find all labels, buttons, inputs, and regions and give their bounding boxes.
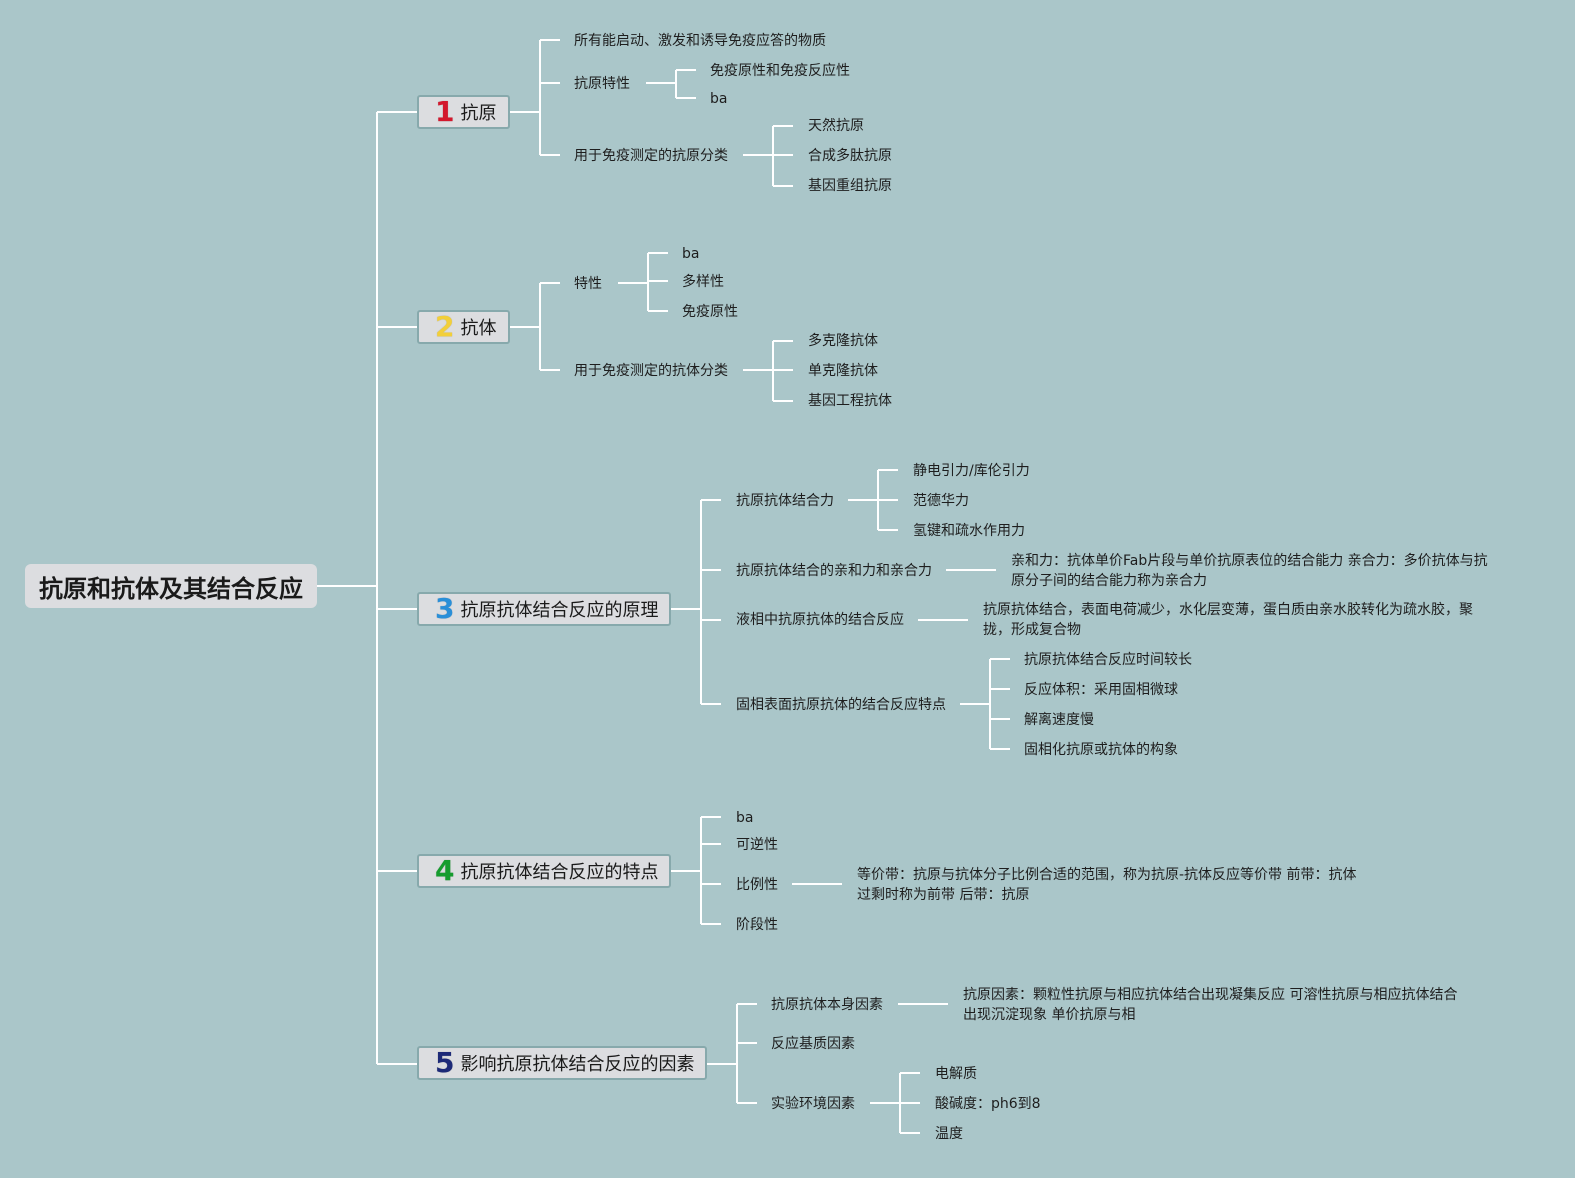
b3-c1-g1[interactable]: 静电引力/库伦引力 [913, 463, 1030, 479]
b3-c3[interactable]: 液相中抗原抗体的结合反应 [736, 612, 904, 628]
b3-c4-g4[interactable]: 固相化抗原或抗体的构象 [1024, 742, 1178, 758]
root-topic[interactable]: 抗原和抗体及其结合反应 [25, 564, 317, 608]
branch-5-topic[interactable]: 5 影响抗原抗体结合反应的因素 [417, 1046, 707, 1080]
branch-5-label: 影响抗原抗体结合反应的因素 [460, 1054, 695, 1075]
b2-c2-g1[interactable]: 多克隆抗体 [808, 333, 878, 349]
branch-2-label: 抗体 [460, 318, 497, 339]
b4-c3[interactable]: 比例性 [736, 877, 778, 893]
branch-4-topic[interactable]: 4 抗原抗体结合反应的特点 [417, 854, 671, 888]
b3-c4-g3[interactable]: 解离速度慢 [1024, 712, 1094, 728]
branch-4-label: 抗原抗体结合反应的特点 [460, 862, 659, 883]
branch-1-topic[interactable]: 1 抗原 [417, 95, 510, 129]
root-title: 抗原和抗体及其结合反应 [39, 574, 303, 603]
b4-c2[interactable]: 可逆性 [736, 837, 778, 853]
branch-4-number: 4 [435, 854, 455, 887]
branch-1-label: 抗原 [460, 103, 497, 124]
b2-c1-g1[interactable]: ba [682, 246, 700, 262]
b4-c3-note[interactable]: 等价带：抗原与抗体分子比例合适的范围，称为抗原-抗体反应等价带 前带：抗体过剩时… [857, 867, 1357, 903]
b5-c3-g1[interactable]: 电解质 [935, 1066, 977, 1082]
b2-c1-g2[interactable]: 多样性 [682, 274, 724, 290]
b3-c2-note[interactable]: 亲和力：抗体单价Fab片段与单价抗原表位的结合能力 亲合力：多价抗体与抗原分子间… [1011, 553, 1488, 589]
b3-c1[interactable]: 抗原抗体结合力 [736, 493, 834, 509]
b1-c3-g1[interactable]: 天然抗原 [808, 118, 864, 134]
b5-c2[interactable]: 反应基质因素 [771, 1036, 855, 1052]
b2-c2-g2[interactable]: 单克隆抗体 [808, 363, 878, 379]
b1-c1[interactable]: 所有能启动、激发和诱导免疫应答的物质 [574, 33, 826, 49]
b2-c2-g3[interactable]: 基因工程抗体 [808, 393, 892, 409]
b2-c1-g3[interactable]: 免疫原性 [682, 304, 738, 320]
branch-3-topic[interactable]: 3 抗原抗体结合反应的原理 [417, 592, 671, 626]
b3-c4-g2[interactable]: 反应体积：采用固相微球 [1024, 682, 1178, 698]
branch-1-number: 1 [435, 95, 455, 128]
branch-3-number: 3 [435, 592, 455, 625]
b5-c3-g3[interactable]: 温度 [935, 1126, 963, 1142]
b3-c4[interactable]: 固相表面抗原抗体的结合反应特点 [736, 697, 946, 713]
b3-c2[interactable]: 抗原抗体结合的亲和力和亲合力 [736, 563, 932, 579]
b1-c3-g2[interactable]: 合成多肽抗原 [808, 148, 892, 164]
b5-c3[interactable]: 实验环境因素 [771, 1096, 855, 1112]
b2-c1[interactable]: 特性 [574, 276, 602, 292]
b2-c2[interactable]: 用于免疫测定的抗体分类 [574, 363, 728, 379]
b4-c4[interactable]: 阶段性 [736, 917, 778, 933]
b1-c3[interactable]: 用于免疫测定的抗原分类 [574, 148, 728, 164]
b3-c1-g3[interactable]: 氢键和疏水作用力 [913, 523, 1025, 539]
b5-c1-note[interactable]: 抗原因素：颗粒性抗原与相应抗体结合出现凝集反应 可溶性抗原与相应抗体结合出现沉淀… [963, 987, 1458, 1023]
branch-2-number: 2 [435, 310, 455, 343]
b5-c3-g2[interactable]: 酸碱度：ph6到8 [935, 1096, 1041, 1112]
b1-c2-g2[interactable]: ba [710, 91, 728, 107]
b1-c2-g1[interactable]: 免疫原性和免疫反应性 [710, 63, 850, 79]
b5-c1[interactable]: 抗原抗体本身因素 [771, 997, 883, 1013]
b1-c3-g3[interactable]: 基因重组抗原 [808, 178, 892, 194]
b4-c1[interactable]: ba [736, 810, 754, 826]
b1-c2[interactable]: 抗原特性 [574, 76, 630, 92]
b3-c4-g1[interactable]: 抗原抗体结合反应时间较长 [1024, 652, 1192, 668]
b3-c3-note[interactable]: 抗原抗体结合，表面电荷减少，水化层变薄，蛋白质由亲水胶转化为疏水胶，聚拢，形成复… [983, 602, 1473, 638]
branch-5-number: 5 [435, 1046, 455, 1079]
b3-c1-g2[interactable]: 范德华力 [913, 493, 969, 509]
branch-3-label: 抗原抗体结合反应的原理 [460, 600, 659, 621]
branch-2-topic[interactable]: 2 抗体 [417, 310, 510, 344]
